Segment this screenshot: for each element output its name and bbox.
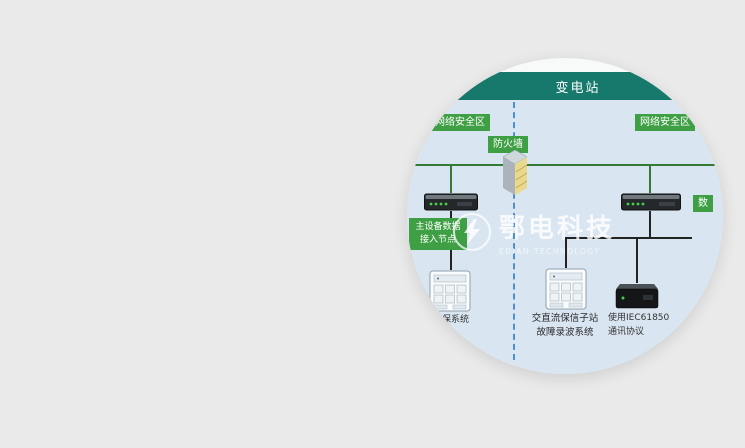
firewall-icon	[502, 149, 528, 196]
connection-line	[450, 164, 452, 193]
watermark: 鄂电科技 EDIAN TECHNOLOGY	[453, 208, 615, 256]
watermark-text: 鄂电科技	[499, 214, 616, 244]
access-node-label-line2: 接入节点	[419, 235, 456, 246]
zone-label-left: 网络安全区	[430, 114, 490, 131]
caption-right-line2: 通讯协议	[608, 326, 645, 337]
firewall-label: 防火墙	[488, 136, 528, 153]
caption-left: 保系统	[442, 314, 469, 328]
caption-middle-line1: 交直流保信子站	[531, 313, 599, 324]
network-switch-icon	[424, 193, 478, 211]
caption-right-line1: 使用IEC61850	[608, 313, 670, 323]
connection-line	[636, 238, 638, 283]
access-node-label-line1: 主设备数据	[415, 222, 461, 232]
caption-right: 使用IEC61850 通讯协议	[608, 312, 669, 339]
watermark-subtext: EDIAN TECHNOLOGY	[499, 247, 601, 256]
zone-label-right: 网络安全区	[635, 114, 695, 131]
recorder-device-icon	[615, 283, 659, 309]
caption-middle: 交直流保信子站 故障录波系统	[525, 312, 605, 341]
diagram-callout-circle: 变电站 网络安全区 网络安全区 防火墙 数 主设备数据 接入节点	[407, 58, 723, 374]
relay-device-icon	[429, 270, 471, 312]
network-switch-icon	[621, 193, 681, 211]
connection-line	[565, 237, 692, 239]
trunk-line	[407, 164, 723, 166]
caption-middle-line2: 故障录波系统	[536, 327, 594, 339]
connection-line	[649, 211, 651, 238]
connection-line	[649, 164, 651, 193]
bolt-logo-icon	[453, 213, 491, 251]
substation-title-bar: 变电站	[407, 72, 723, 100]
connection-line	[565, 238, 567, 268]
zone-divider-dashed-line	[513, 102, 515, 360]
watermark-text-block: 鄂电科技 EDIAN TECHNOLOGY	[499, 208, 615, 256]
edge-label: 数	[693, 195, 713, 212]
relay-device-icon	[545, 268, 587, 310]
caption-left-line1: 保系统	[442, 315, 470, 325]
